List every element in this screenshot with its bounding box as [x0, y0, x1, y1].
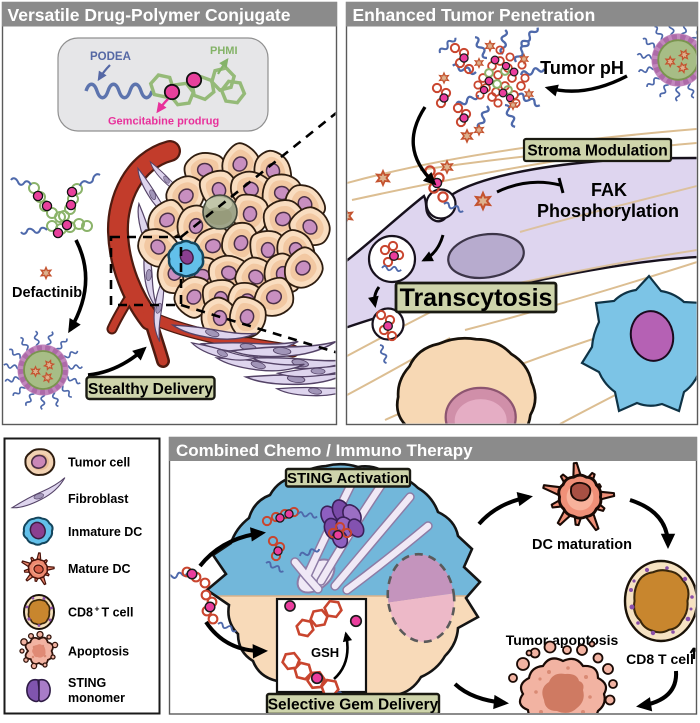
svg-text:Stroma Modulation: Stroma Modulation: [527, 143, 667, 160]
svg-text:Tumor cell: Tumor cell: [68, 456, 130, 470]
svg-text:Phosphorylation: Phosphorylation: [537, 201, 679, 221]
svg-text:Inmature DC: Inmature DC: [68, 525, 142, 539]
svg-text:Tumor apoptosis: Tumor apoptosis: [506, 632, 619, 648]
svg-text:monomer: monomer: [68, 691, 125, 705]
svg-text:Apoptosis: Apoptosis: [68, 645, 129, 659]
svg-text:Stealthy Delivery: Stealthy Delivery: [88, 381, 213, 398]
svg-text:Transcytosis: Transcytosis: [400, 284, 553, 312]
svg-text:Versatile Drug-Polymer Conjuga: Versatile Drug-Polymer Conjugate: [8, 5, 291, 25]
svg-text:CD8: CD8: [68, 606, 93, 620]
svg-text:CD8 T cell: CD8 T cell: [626, 651, 694, 667]
svg-text:Mature DC: Mature DC: [68, 562, 131, 576]
svg-text:T cell: T cell: [102, 606, 134, 620]
svg-text:STING Activation: STING Activation: [287, 470, 409, 487]
svg-text:Fibroblast: Fibroblast: [68, 492, 129, 506]
svg-text:Combined Chemo / Immuno Therap: Combined Chemo / Immuno Therapy: [176, 441, 473, 460]
svg-text:+: +: [95, 604, 100, 614]
svg-text:PHMI: PHMI: [210, 45, 238, 57]
svg-text:Tumor pH: Tumor pH: [540, 58, 624, 78]
svg-text:FAK: FAK: [591, 180, 627, 200]
svg-text:STING: STING: [68, 676, 106, 690]
svg-text:Gemcitabine prodrug: Gemcitabine prodrug: [108, 116, 219, 128]
svg-text:Defactinib: Defactinib: [12, 285, 82, 301]
svg-text:DC maturation: DC maturation: [532, 537, 632, 553]
svg-text:Enhanced Tumor Penetration: Enhanced Tumor Penetration: [353, 5, 596, 25]
svg-text:GSH: GSH: [311, 645, 339, 660]
svg-text:Selective Gem Delivery: Selective Gem Delivery: [268, 697, 439, 714]
svg-text:PODEA: PODEA: [90, 51, 131, 63]
